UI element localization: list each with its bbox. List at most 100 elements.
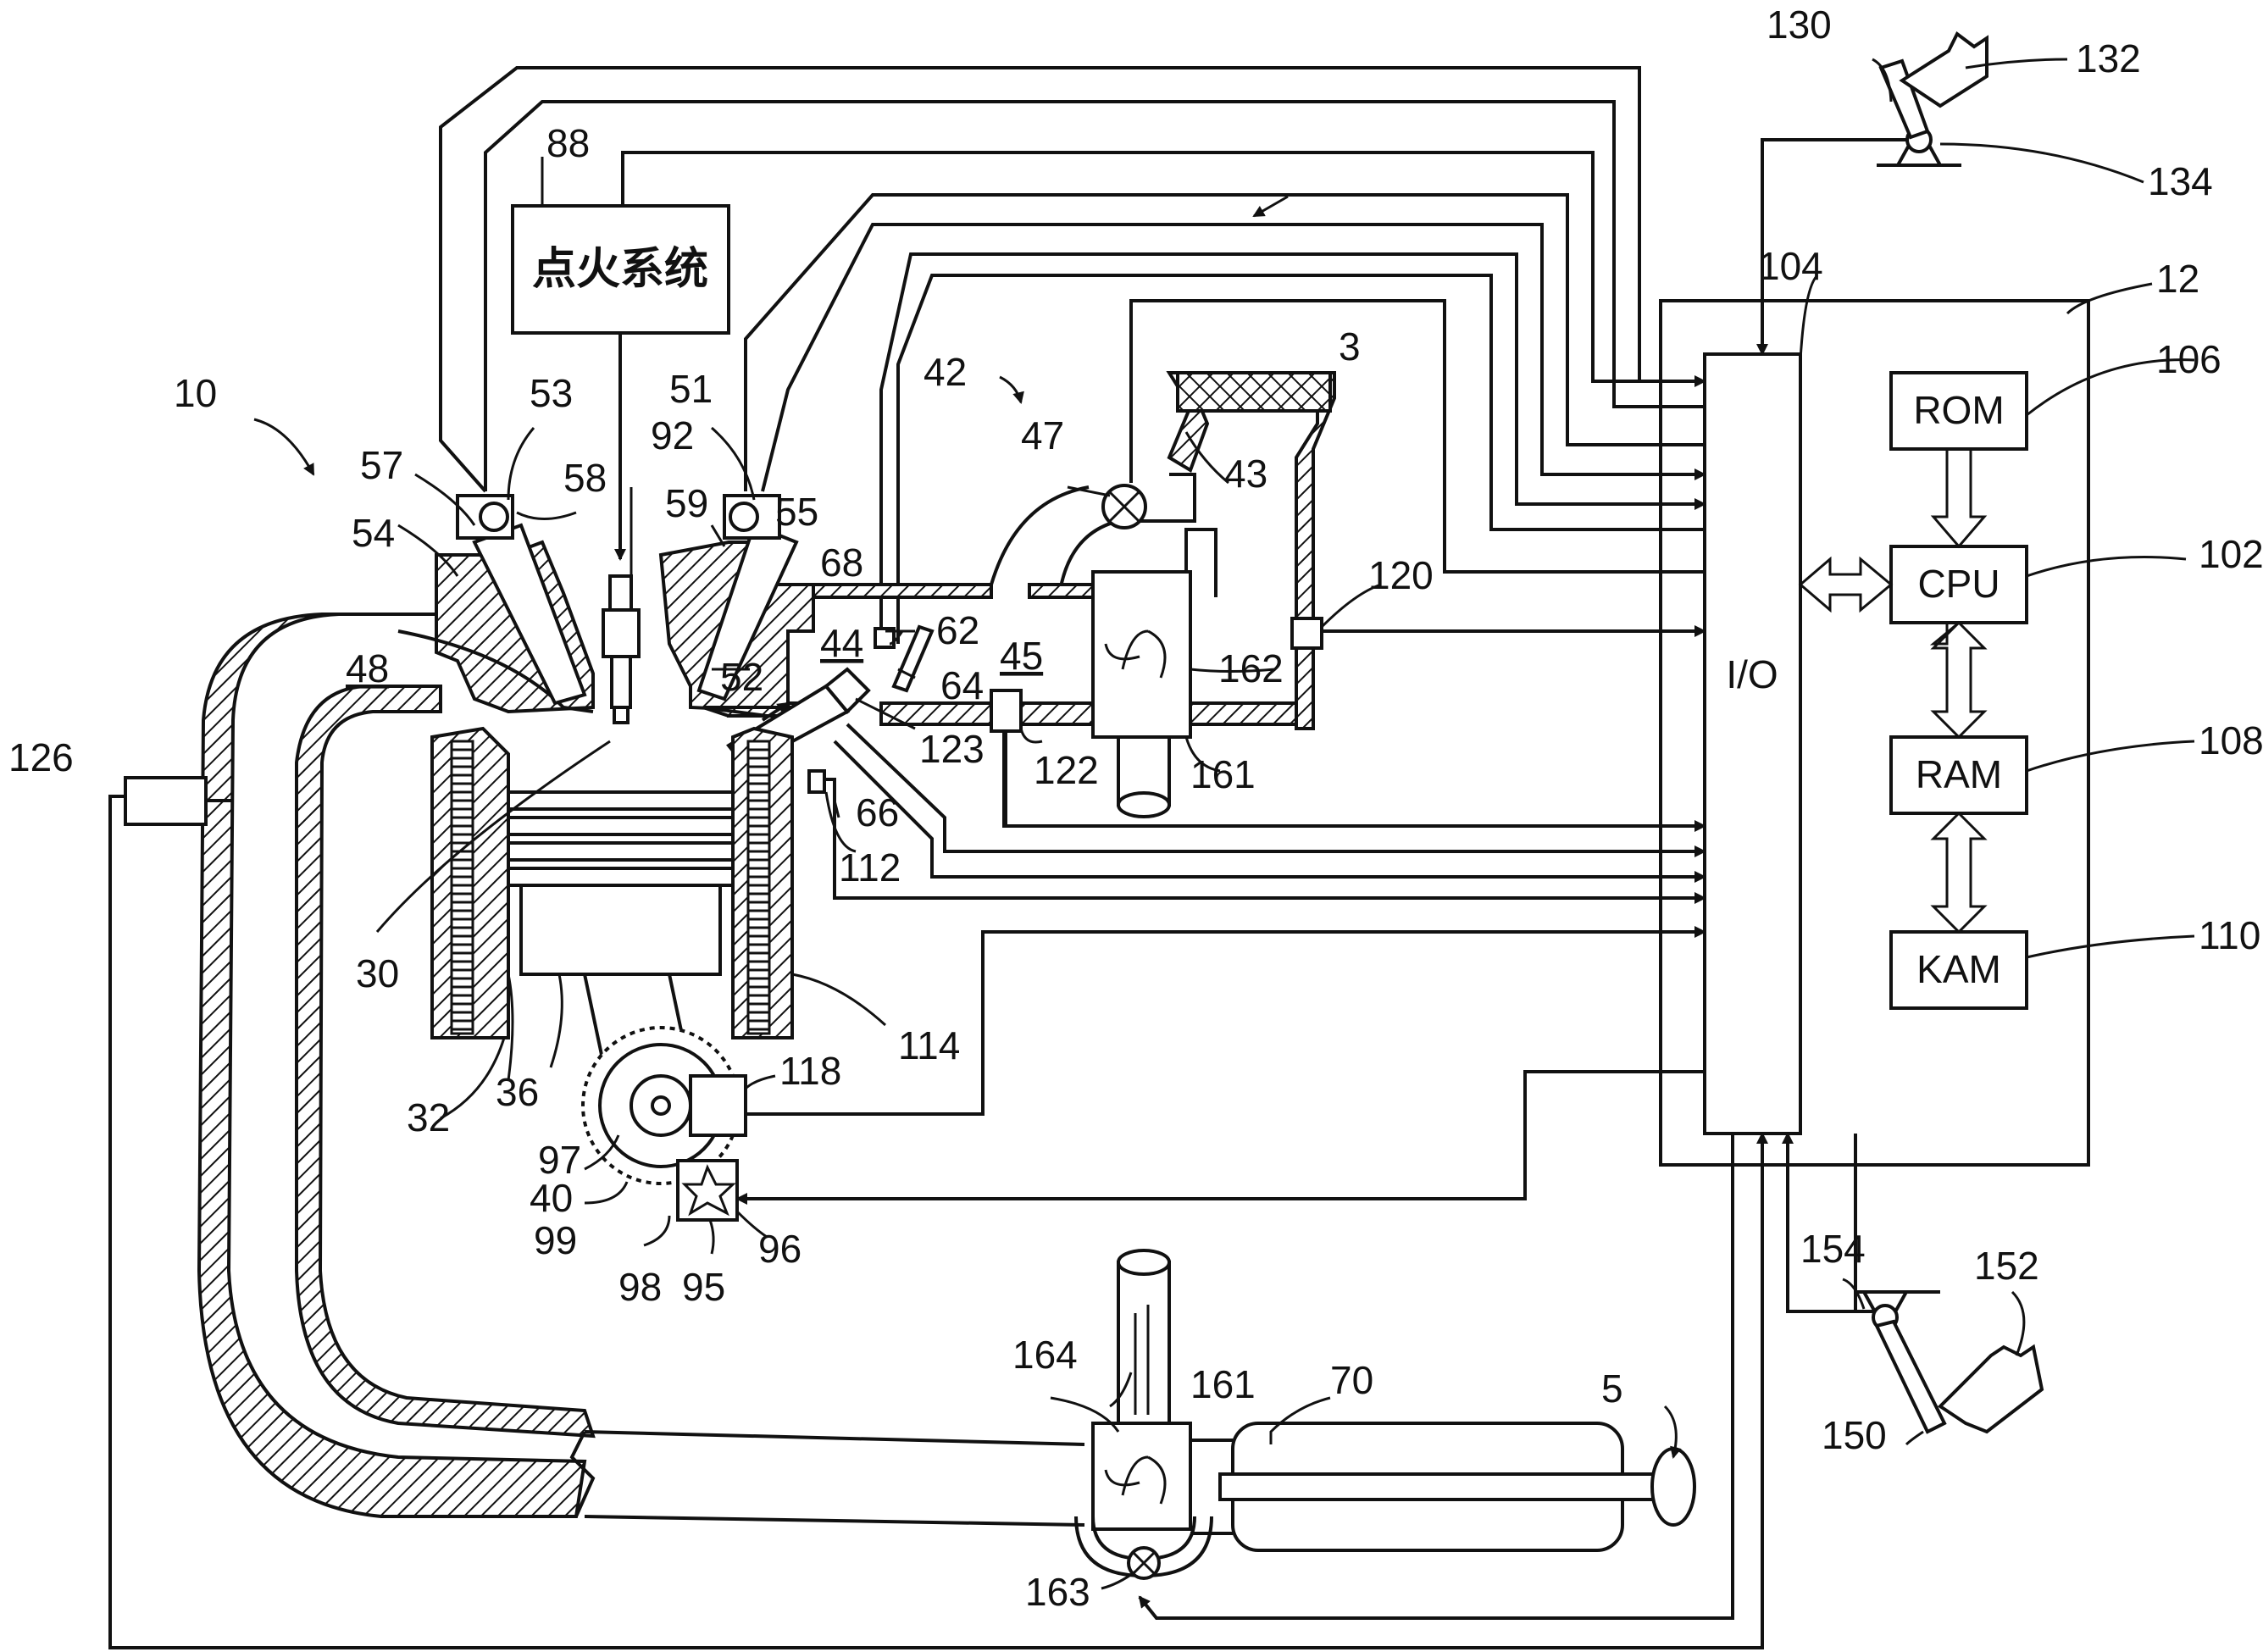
ref-air-inlet: 3 <box>1339 324 1361 369</box>
ref-brake-foot: 152 <box>1974 1244 2039 1288</box>
compressor-fan-icon <box>1104 629 1167 679</box>
ref-ignition: 88 <box>546 121 590 165</box>
ref-bypass-valve: 47 <box>1021 413 1064 457</box>
ref-combustion-chamber: 30 <box>356 951 399 995</box>
exhaust-manifold <box>197 613 1085 1527</box>
starter-pinion-icon <box>681 1164 736 1217</box>
ref-vct-intake: 59 <box>665 481 708 525</box>
ref-compressor: 162 <box>1218 646 1284 690</box>
accelerator-pedal <box>1877 30 1988 167</box>
ref-air-filter: 43 <box>1224 452 1267 496</box>
ref-fuel-injector: 66 <box>856 790 899 834</box>
ref-throttle: 62 <box>936 608 979 652</box>
ref-spark-plug: 92 <box>651 413 694 457</box>
ref-exhaust-valve: 54 <box>352 511 395 555</box>
spark-plug <box>602 333 641 724</box>
ref-map-sensor: 122 <box>1034 748 1099 792</box>
controller: I/O ROM CPU RAM KAM <box>1659 299 2090 1167</box>
driver-foot-icon <box>1899 30 1988 108</box>
ref-foot: 132 <box>2076 36 2141 80</box>
hall-sensor <box>689 1074 747 1137</box>
ram-block <box>1889 735 2028 815</box>
bus-arrows <box>1798 449 1988 934</box>
ref-turbine: 164 <box>1012 1333 1078 1377</box>
throttle-position-sensor <box>874 627 896 649</box>
ref-engine: 10 <box>174 371 217 415</box>
compressor <box>1091 570 1192 739</box>
ref-shaft-bottom: 161 <box>1190 1362 1256 1406</box>
ref-intake-valve: 52 <box>720 655 763 699</box>
kam-label: KAM <box>1916 947 2001 991</box>
ref-crank-pulley: 97 <box>538 1138 581 1182</box>
leader-lines <box>253 58 2195 1590</box>
ref-intake-cam: 51 <box>669 367 713 411</box>
ref-pedal: 130 <box>1767 3 1832 47</box>
maf-sensor <box>1290 617 1323 650</box>
reference-labels: 10 88 57 54 53 58 92 51 59 55 52 48 68 4… <box>8 3 2263 1614</box>
rom-block <box>1889 371 2028 451</box>
ref-vct-exhaust: 58 <box>563 456 607 500</box>
intake-cam-icon <box>729 502 759 532</box>
ref-hall-sensor: 118 <box>779 1049 841 1093</box>
air-filter <box>1176 371 1332 413</box>
ref-exhaust-cam-sensor: 57 <box>360 443 403 487</box>
exhaust-gas-sensor <box>124 776 208 826</box>
ref-starter: 96 <box>758 1227 801 1271</box>
ref-io: 104 <box>1758 244 1823 288</box>
ref-shaft-top: 161 <box>1190 752 1256 796</box>
ref-cooling-sleeve: 114 <box>898 1023 960 1067</box>
ref-starter-shaft: 95 <box>682 1265 725 1309</box>
ref-controller: 12 <box>2156 257 2199 301</box>
map-sensor <box>990 689 1023 733</box>
ref-rom: 106 <box>2156 337 2221 381</box>
tailpipe-end <box>1650 1447 1696 1527</box>
ref-exhaust-sensor: 126 <box>8 735 74 779</box>
ref-kam: 110 <box>2199 913 2260 957</box>
ref-flywheel: 99 <box>534 1218 577 1262</box>
ref-throttle-plate: 64 <box>940 663 984 707</box>
ref-exhaust-manifold: 48 <box>346 646 389 690</box>
compressor-shaft-end <box>1117 791 1171 818</box>
turbine-fan-icon <box>1104 1455 1167 1505</box>
ref-ram: 108 <box>2199 718 2263 762</box>
ref-crankshaft: 40 <box>530 1176 573 1220</box>
io-block <box>1703 352 1802 1135</box>
io-label: I/O <box>1726 652 1778 696</box>
turbine-shaft <box>1117 1261 1171 1425</box>
rom-label: ROM <box>1913 388 2004 432</box>
brake-pedal <box>1855 1290 2044 1434</box>
ref-wastegate: 163 <box>1025 1570 1090 1614</box>
ref-exhaust-flow: 5 <box>1601 1367 1623 1411</box>
ref-cylinder-walls: 32 <box>407 1095 450 1139</box>
cpu-label: CPU <box>1917 562 2000 606</box>
ref-intake-manifold: 44 <box>820 621 863 665</box>
ref-coolant-sensor: 112 <box>839 845 901 890</box>
throttle-plate <box>891 624 935 693</box>
ref-throttle-position: 68 <box>820 541 863 585</box>
cylinder-block <box>430 726 826 1039</box>
ref-emission-device: 70 <box>1330 1358 1373 1402</box>
turbine-shaft-end <box>1117 1249 1171 1276</box>
ref-intake-cam-sensor: 55 <box>775 490 818 534</box>
ref-brake-pedal: 150 <box>1822 1413 1887 1457</box>
ignition-system-box <box>511 204 730 335</box>
crankshaft <box>581 1026 747 1222</box>
ref-fuel-rail: 123 <box>919 727 985 771</box>
ref-maf: 120 <box>1368 553 1434 597</box>
tailpipe <box>1218 1472 1675 1501</box>
ref-cpu: 102 <box>2199 532 2263 576</box>
driver-foot-brake-icon <box>1937 1344 2044 1434</box>
intake-valve <box>696 523 799 701</box>
signal-wires <box>108 66 1919 1649</box>
exhaust-cam-icon <box>479 502 509 532</box>
ref-bypass-passage: 42 <box>924 350 967 394</box>
ref-boost-chamber: 45 <box>1000 634 1043 678</box>
ref-exhaust-cam: 53 <box>530 371 573 415</box>
ram-label: RAM <box>1916 752 2002 796</box>
ref-starter-pinion: 98 <box>618 1265 662 1309</box>
ref-brake-sensor: 154 <box>1800 1227 1866 1271</box>
coolant-temp-sensor <box>807 769 826 794</box>
ignition-system-label: 点火系统 <box>532 244 708 295</box>
ref-piston: 36 <box>496 1070 539 1114</box>
